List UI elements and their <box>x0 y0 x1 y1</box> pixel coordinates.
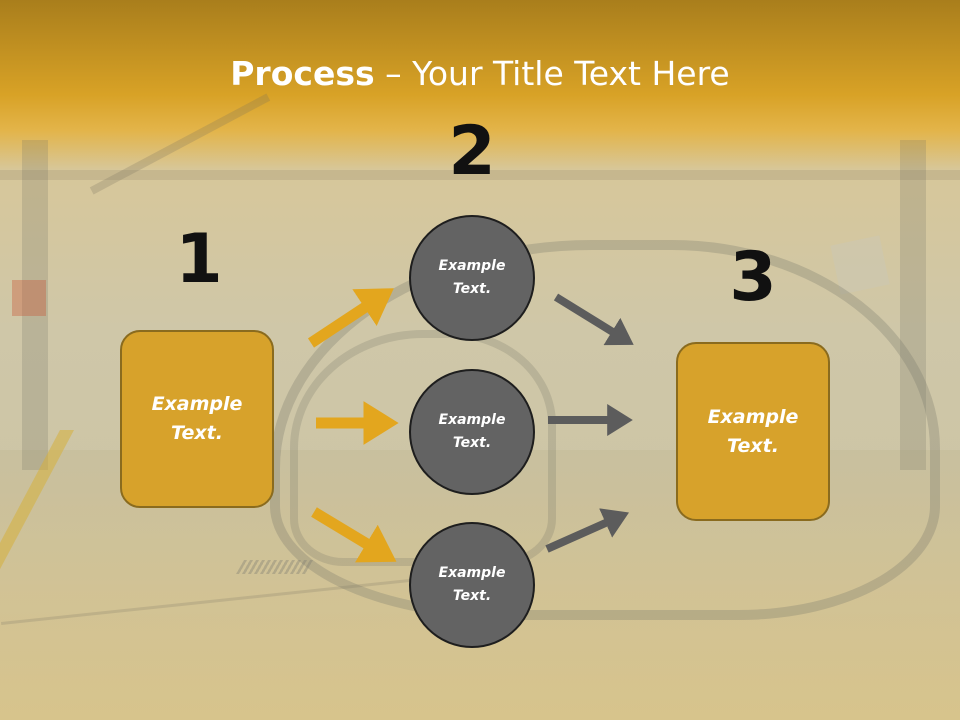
step-number-2: 2 <box>448 112 496 191</box>
circle-middle-line1: Example <box>438 412 506 428</box>
arrow-1-to-top <box>307 288 394 348</box>
arrow-top-to-3 <box>553 293 634 346</box>
circle-middle: Example Text. <box>409 369 535 495</box>
title-bold: Process <box>230 54 375 93</box>
circle-middle-line2: Text. <box>452 435 492 451</box>
step-number-1: 1 <box>175 220 223 299</box>
step-3-text-line2: Text. <box>727 434 779 457</box>
slide-title: Process – Your Title Text Here <box>0 52 960 96</box>
circle-top-line1: Example <box>438 258 506 274</box>
arrow-bottom-to-3 <box>545 508 630 553</box>
step-3-text-line1: Example <box>707 405 799 428</box>
step-number-3: 3 <box>729 238 777 317</box>
circle-top: Example Text. <box>409 215 535 341</box>
circle-bottom-line2: Text. <box>452 588 492 604</box>
circle-bottom-line1: Example <box>438 565 506 581</box>
step-1-box: Example Text. <box>120 330 274 508</box>
arrow-1-to-bottom <box>311 507 397 563</box>
circle-top-line2: Text. <box>452 281 492 297</box>
title-rest: – Your Title Text Here <box>374 54 730 93</box>
circle-bottom: Example Text. <box>409 522 535 648</box>
step-1-text-line1: Example <box>151 393 243 415</box>
step-1-text-line2: Text. <box>171 422 223 444</box>
step-3-box: Example Text. <box>676 342 830 521</box>
